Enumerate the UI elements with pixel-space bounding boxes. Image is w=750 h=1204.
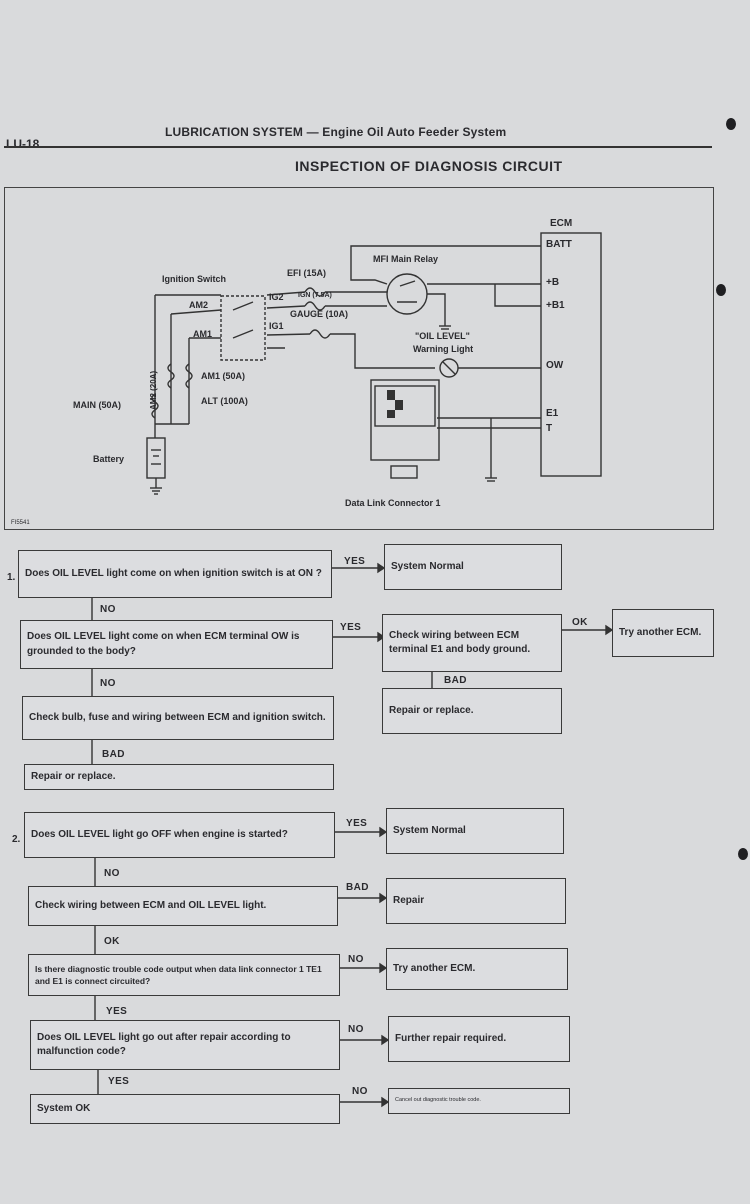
flow2-system-normal: System Normal <box>386 808 564 854</box>
gauge-fuse-label: GAUGE (10A) <box>290 309 349 319</box>
t-terminal: T <box>546 423 553 434</box>
circuit-diagram: ECM BATT +B +B1 OW E1 T MFI Main Relay E… <box>4 187 714 530</box>
flow1-no-2: NO <box>100 678 116 689</box>
flow1-ok: OK <box>572 617 588 628</box>
flow1-repair-or-replace-2: Repair or replace. <box>24 764 334 790</box>
step-number-1: 1. <box>7 572 16 583</box>
flow2-system-ok: System OK <box>30 1094 340 1124</box>
binder-hole-mark <box>738 848 748 860</box>
oil-level-light-label: "OIL LEVEL" <box>415 331 470 341</box>
flow2-no-4: NO <box>352 1086 368 1097</box>
am1-label: AM1 <box>193 329 213 339</box>
flow1-question-ow-grounded: Does OIL LEVEL light come on when ECM te… <box>20 620 333 669</box>
page-header-title: LUBRICATION SYSTEM — Engine Oil Auto Fee… <box>165 125 507 139</box>
ow-terminal: OW <box>546 360 564 371</box>
alt-fuse-label: ALT (100A) <box>201 396 248 406</box>
flow1-bad-2: BAD <box>102 749 125 760</box>
battery-label: Battery <box>93 454 125 464</box>
binder-hole-mark <box>716 284 726 296</box>
flow2-no-2: NO <box>348 954 364 965</box>
am1-fuse-label: AM1 (50A) <box>201 371 246 381</box>
flow2-question-after-repair: Does OIL LEVEL light go out after repair… <box>30 1020 340 1070</box>
flow2-question-engine-started: Does OIL LEVEL light go OFF when engine … <box>24 812 335 858</box>
circuit-wiring <box>146 232 602 495</box>
ign-fuse-label: IGN (7.5A) <box>298 292 332 299</box>
step-number-2: 2. <box>12 834 21 845</box>
batt-terminal: BATT <box>546 239 572 250</box>
data-link-connector-label: Data Link Connector 1 <box>345 498 441 508</box>
plus-b1-terminal: +B1 <box>546 300 565 311</box>
flow1-check-e1-wiring: Check wiring between ECM terminal E1 and… <box>382 614 562 672</box>
am2-fuse-label: AM2 (20A) <box>149 370 158 410</box>
flow1-system-normal: System Normal <box>384 544 562 590</box>
flow1-bad-1: BAD <box>444 675 467 686</box>
flow2-try-another-ecm: Try another ECM. <box>386 948 568 990</box>
flow1-try-another-ecm: Try another ECM. <box>612 609 714 657</box>
ecm-label: ECM <box>550 218 573 229</box>
flow1-yes-2: YES <box>340 622 362 633</box>
flow1-question-ignition-on: Does OIL LEVEL light come on when igniti… <box>18 550 332 598</box>
flow2-bad: BAD <box>346 882 369 893</box>
flow2-cancel-trouble-code: Cancel out diagnostic trouble code. <box>388 1088 570 1114</box>
page-id: LU-18 <box>6 137 40 151</box>
flow2-yes-3: YES <box>108 1076 130 1087</box>
flow2-no-1: NO <box>104 868 120 879</box>
flow2-yes-2: YES <box>106 1006 128 1017</box>
am2-label: AM2 <box>189 300 209 310</box>
flow2-yes-1: YES <box>346 818 368 829</box>
flow2-repair: Repair <box>386 878 566 924</box>
warning-light-label: Warning Light <box>413 344 474 354</box>
main-fuse-label: MAIN (50A) <box>73 400 122 410</box>
flow2-check-wiring-ecm-light: Check wiring between ECM and OIL LEVEL l… <box>28 886 338 926</box>
flow2-no-3: NO <box>348 1024 364 1035</box>
flow1-yes-1: YES <box>344 556 366 567</box>
flow2-question-dtc-output: Is there diagnostic trouble code output … <box>28 954 340 996</box>
mfi-relay-label: MFI Main Relay <box>373 254 439 264</box>
ignition-switch-label: Ignition Switch <box>162 274 226 284</box>
flow1-no-1: NO <box>100 604 116 615</box>
flow1-check-bulb-fuse-wiring: Check bulb, fuse and wiring between ECM … <box>22 696 334 740</box>
figure-code: FI5541 <box>11 520 30 526</box>
ig2-label: IG2 <box>269 292 284 302</box>
ig1-label: IG1 <box>269 321 284 331</box>
flow2-ok: OK <box>104 936 120 947</box>
section-title: INSPECTION OF DIAGNOSIS CIRCUIT <box>295 158 563 174</box>
flow1-repair-or-replace-1: Repair or replace. <box>382 688 562 734</box>
header-rule <box>4 146 712 148</box>
binder-hole-mark <box>726 118 736 130</box>
e1-terminal: E1 <box>546 408 559 419</box>
efi-fuse-label: EFI (15A) <box>287 268 327 278</box>
flow2-further-repair: Further repair required. <box>388 1016 570 1062</box>
plus-b-terminal: +B <box>546 277 560 288</box>
